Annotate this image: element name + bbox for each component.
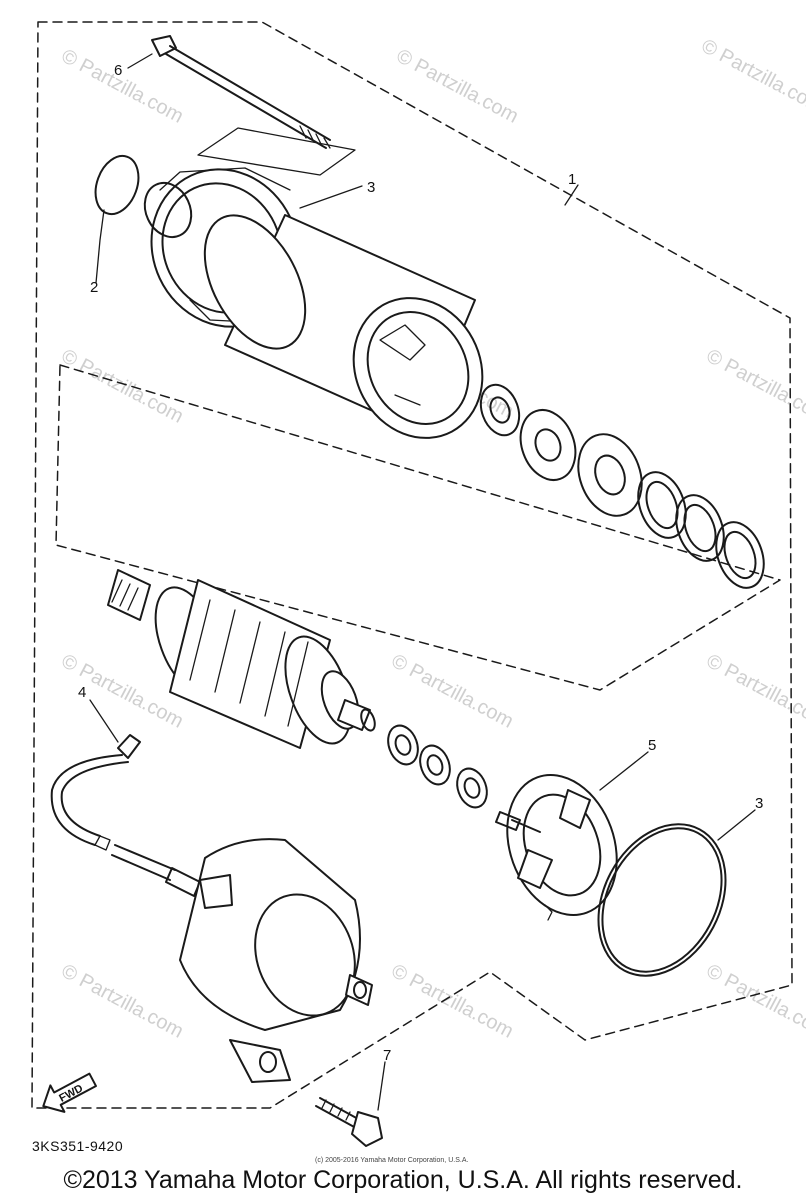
brush-holder (495, 774, 618, 921)
bracket-outline (197, 127, 356, 176)
lead-wire (50, 734, 201, 897)
watermark-text: © Partzilla.com (58, 45, 187, 128)
callout-6: 6 (114, 62, 122, 79)
watermark-text: © Partzilla.com (58, 960, 187, 1043)
watermarks: © Partzilla.com © Partzilla.com © Partzi… (58, 35, 806, 1043)
callout-1: 1 (568, 171, 576, 188)
watermark-text: © Partzilla.com (703, 960, 806, 1043)
watermark-text: © Partzilla.com (393, 45, 522, 128)
callout-7: 7 (383, 1047, 391, 1064)
o-ring-large (597, 823, 727, 977)
watermark-text: © Partzilla.com (58, 345, 187, 428)
callouts: 1 2 3 3 4 5 6 7 (78, 62, 763, 1064)
bearing-stack (479, 383, 765, 589)
callout-leaders (89, 53, 756, 1111)
subassembly-boundary (55, 364, 781, 691)
fwd-label: FWD (57, 1082, 85, 1104)
armature-washers (387, 724, 488, 809)
copyright-notice: ©2013 Yamaha Motor Corporation, U.S.A. A… (63, 1166, 743, 1194)
callout-2: 2 (90, 279, 98, 296)
watermark-text: © Partzilla.com (698, 35, 806, 118)
watermark-text: © Partzilla.com (388, 960, 517, 1043)
rear-cover (179, 838, 373, 1083)
assembly-boundary (31, 21, 793, 1109)
o-ring-small (94, 154, 140, 216)
callout-3-upper: 3 (367, 179, 375, 196)
callout-4: 4 (78, 684, 86, 701)
long-bolt (151, 35, 331, 149)
motor-yoke (203, 214, 484, 439)
watermark-text: © Partzilla.com (703, 345, 806, 428)
short-bolt (315, 1097, 383, 1147)
fwd-arrow-icon: FWD (42, 1072, 98, 1113)
small-copyright: (c) 2005-2016 Yamaha Motor Corporation, … (315, 1157, 469, 1164)
armature (107, 569, 376, 749)
diagram-part-code: 3KS351-9420 (32, 1138, 124, 1154)
callout-5: 5 (648, 737, 656, 754)
callout-3-lower: 3 (755, 795, 763, 812)
